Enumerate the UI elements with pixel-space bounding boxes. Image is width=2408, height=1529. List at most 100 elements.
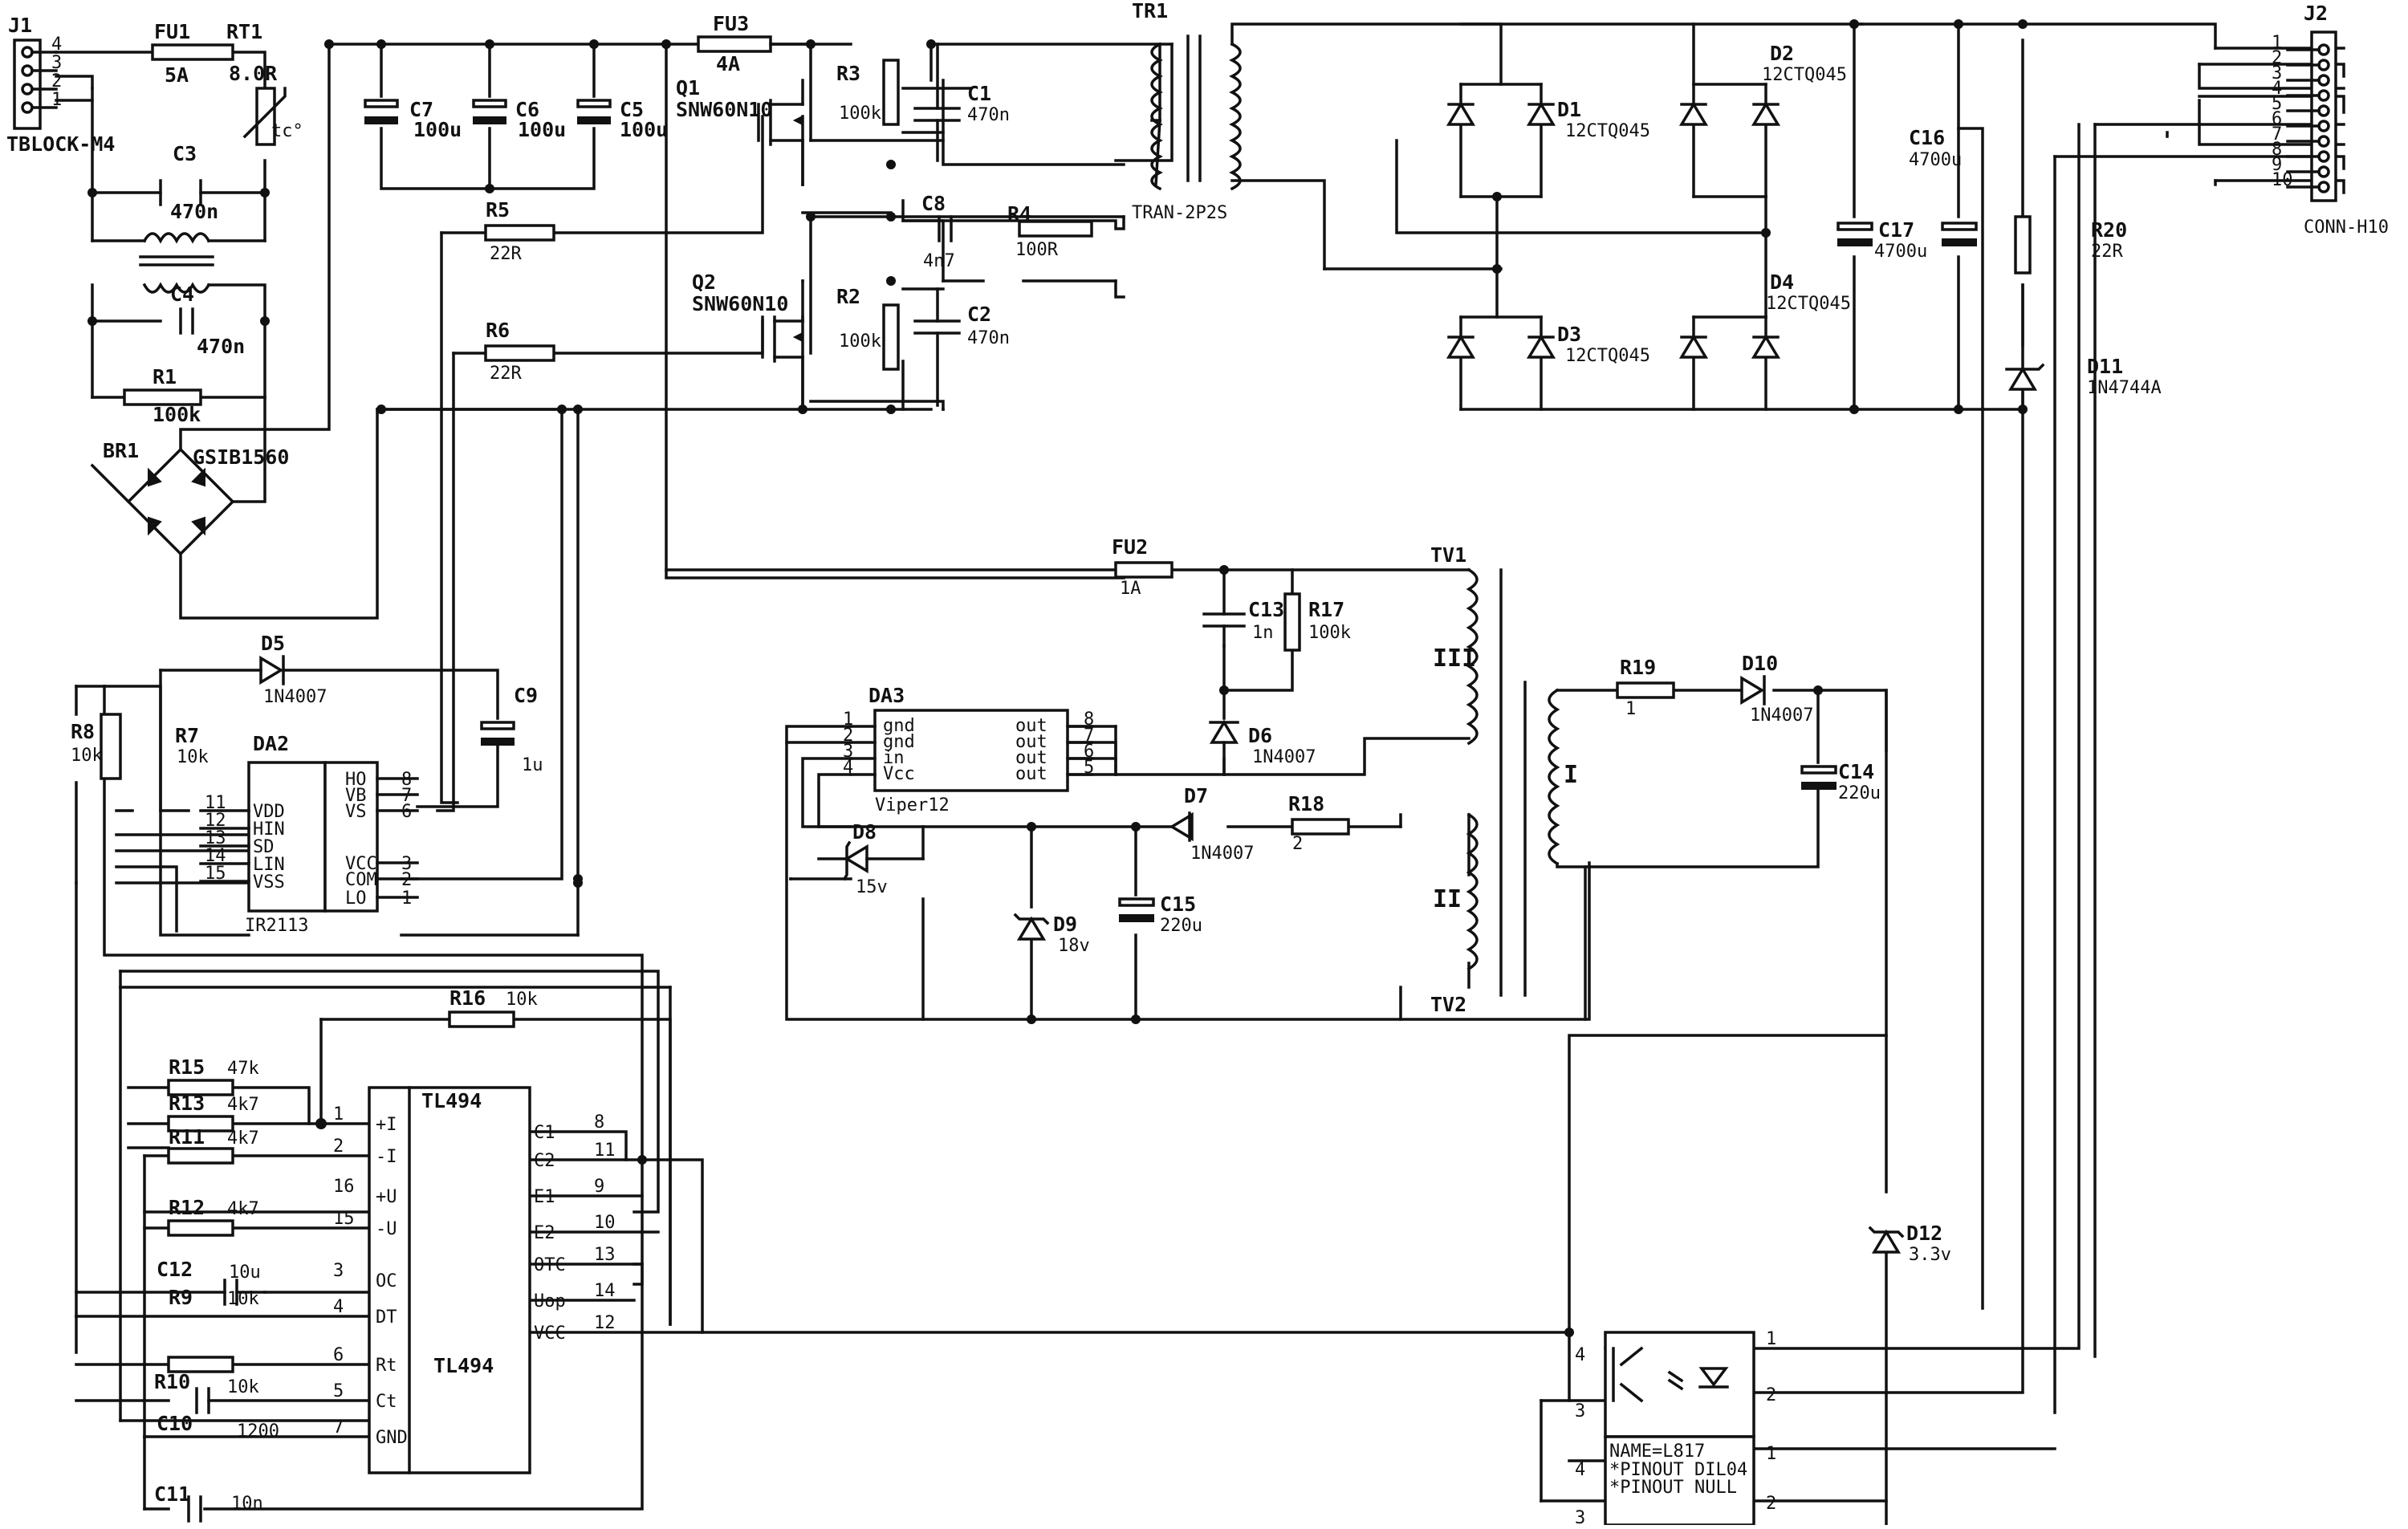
wires [55,22,2345,1527]
j1-pin-label: 4 [51,35,62,55]
da3-pin-number: 8 [1084,710,1094,730]
fu1-value: 5A [165,63,189,87]
d7-value: 1N4007 [1190,844,1254,864]
da2-pin-name: VB [345,786,367,806]
resistor-r12: R12 4k7 [167,1196,259,1237]
tr1-ref: TR1 [1132,0,1168,22]
resistor-r9: R9 10k [169,1286,259,1309]
winding-i-label: I [1564,761,1578,789]
resistor-r6: R6 22R [484,319,555,384]
da2-pin-name: HIN [253,819,285,840]
c6-ref: C6 [515,98,539,121]
r7-value: 10k [177,747,209,767]
da3-pin-name: in [883,748,905,768]
capacitor-c4: C4 470n [170,283,245,358]
resistor-r10: R10 10k [154,1356,259,1397]
r13-value: 4k7 [227,1095,259,1115]
capacitor-c1: C1 470n [913,43,1010,162]
da3-value: Viper12 [875,795,950,815]
c5-value: 100u [620,118,668,141]
opto-name-text: NAME=L817 [1609,1442,1705,1462]
da2-pin-number: 6 [401,802,412,822]
d2-ref: D2 [1770,42,1794,65]
capacitor-c17: C17 4700u [1837,218,1927,262]
d2-value: 12CTQ045 [1762,65,1847,85]
c9-ref: C9 [514,684,538,707]
fu2-ref: FU2 [1112,535,1148,559]
tl494-pin-number: 5 [333,1381,344,1401]
da3-pin-number: 1 [843,710,853,730]
r8-value: 10k [71,746,103,766]
da3-pin-number: 7 [1084,726,1094,746]
da2-ref: DA2 [253,732,289,755]
tl494-pin-name: -I [376,1147,397,1167]
capacitor-c10: C10 1200 [157,1387,279,1442]
q2-ref: Q2 [692,270,716,294]
d5-value: 1N4007 [263,687,327,707]
c12-ref: C12 [157,1258,193,1281]
j2-pin-hole [2317,74,2330,87]
d4-ref: D4 [1770,270,1794,294]
br1-ref: BR1 [103,439,139,462]
zener-d12: D12 3.3v [1868,1222,1951,1265]
diode-pair-d3: D3 12CTQ045 [1446,323,1650,366]
da3-pin-name: out [1015,748,1047,768]
d9-ref: D9 [1053,913,1077,936]
r20-ref: R20 [2091,218,2127,242]
c4-ref: C4 [170,283,194,306]
c8-ref: C8 [921,192,946,215]
capacitor-c7: C7 100u [364,98,462,141]
da2-pin-number: 14 [205,846,226,866]
fu3-value: 4A [716,52,740,75]
j1-ref: J1 [8,14,32,37]
capacitor-c12: C12 10u [157,1258,266,1306]
br1-value: GSIB1560 [193,445,289,469]
r3-value: 100k [839,104,881,124]
tl494-pin-name: -U [376,1219,397,1239]
resistor-r1: R1 100k [123,365,202,426]
transformer-tv2: TV2 II [1430,812,1479,1016]
tl494-pin-number: 3 [333,1261,344,1281]
da3-pin-name: out [1015,732,1047,752]
tl494-pin-name: C1 [534,1123,555,1143]
resistor-r20: R20 22R [2014,215,2127,274]
r13-ref: R13 [169,1092,205,1115]
tl494-pin-number: 1 [333,1104,344,1124]
da2-pin-number: 11 [205,793,226,813]
j2-pin-number: 9 [2272,155,2282,175]
c10-ref: C10 [157,1412,193,1435]
da3-pin-number: 4 [843,758,853,778]
resistor-r18: R18 2 [1288,792,1350,854]
r6-value: 22R [490,364,522,384]
j2-pin-number: 4 [2272,79,2282,99]
opto-pinout-text: *PINOUT DIL04 [1609,1460,1747,1480]
da3-pin-name: gnd [883,716,915,736]
resistor-r4: R4 100R [1007,202,1093,260]
opto-pin-3b: 3 [1575,1508,1585,1525]
tv2-ref: TV2 [1430,993,1466,1016]
c2-value: 470n [967,328,1010,348]
da2-pin-number: 8 [401,770,412,790]
d5-ref: D5 [261,632,285,655]
j1-pin-label: 2 [51,71,62,91]
c5-ref: C5 [620,98,644,121]
da2-pin-number: 1 [401,889,412,909]
c14-value: 220u [1838,783,1881,803]
da2-pin-name: VDD [253,802,285,822]
resistor-r19: R19 1 [1616,656,1675,719]
junction-dots [87,19,2028,1337]
c11-value: 10n [231,1494,263,1514]
da2-pin-name: LO [345,889,367,909]
fuse-fu2: FU2 1A [1112,535,1173,599]
j2-pin-hole [2317,59,2330,71]
da3-pin-number: 2 [843,726,853,746]
tl494-title-top: TL494 [421,1089,482,1112]
c11-ref: C11 [154,1482,190,1506]
resistor-r15: R15 47k [167,1055,259,1096]
r18-value: 2 [1292,834,1303,854]
r4-value: 100R [1015,240,1059,260]
r11-ref: R11 [169,1125,205,1149]
j1-pin-label: 1 [51,90,62,110]
